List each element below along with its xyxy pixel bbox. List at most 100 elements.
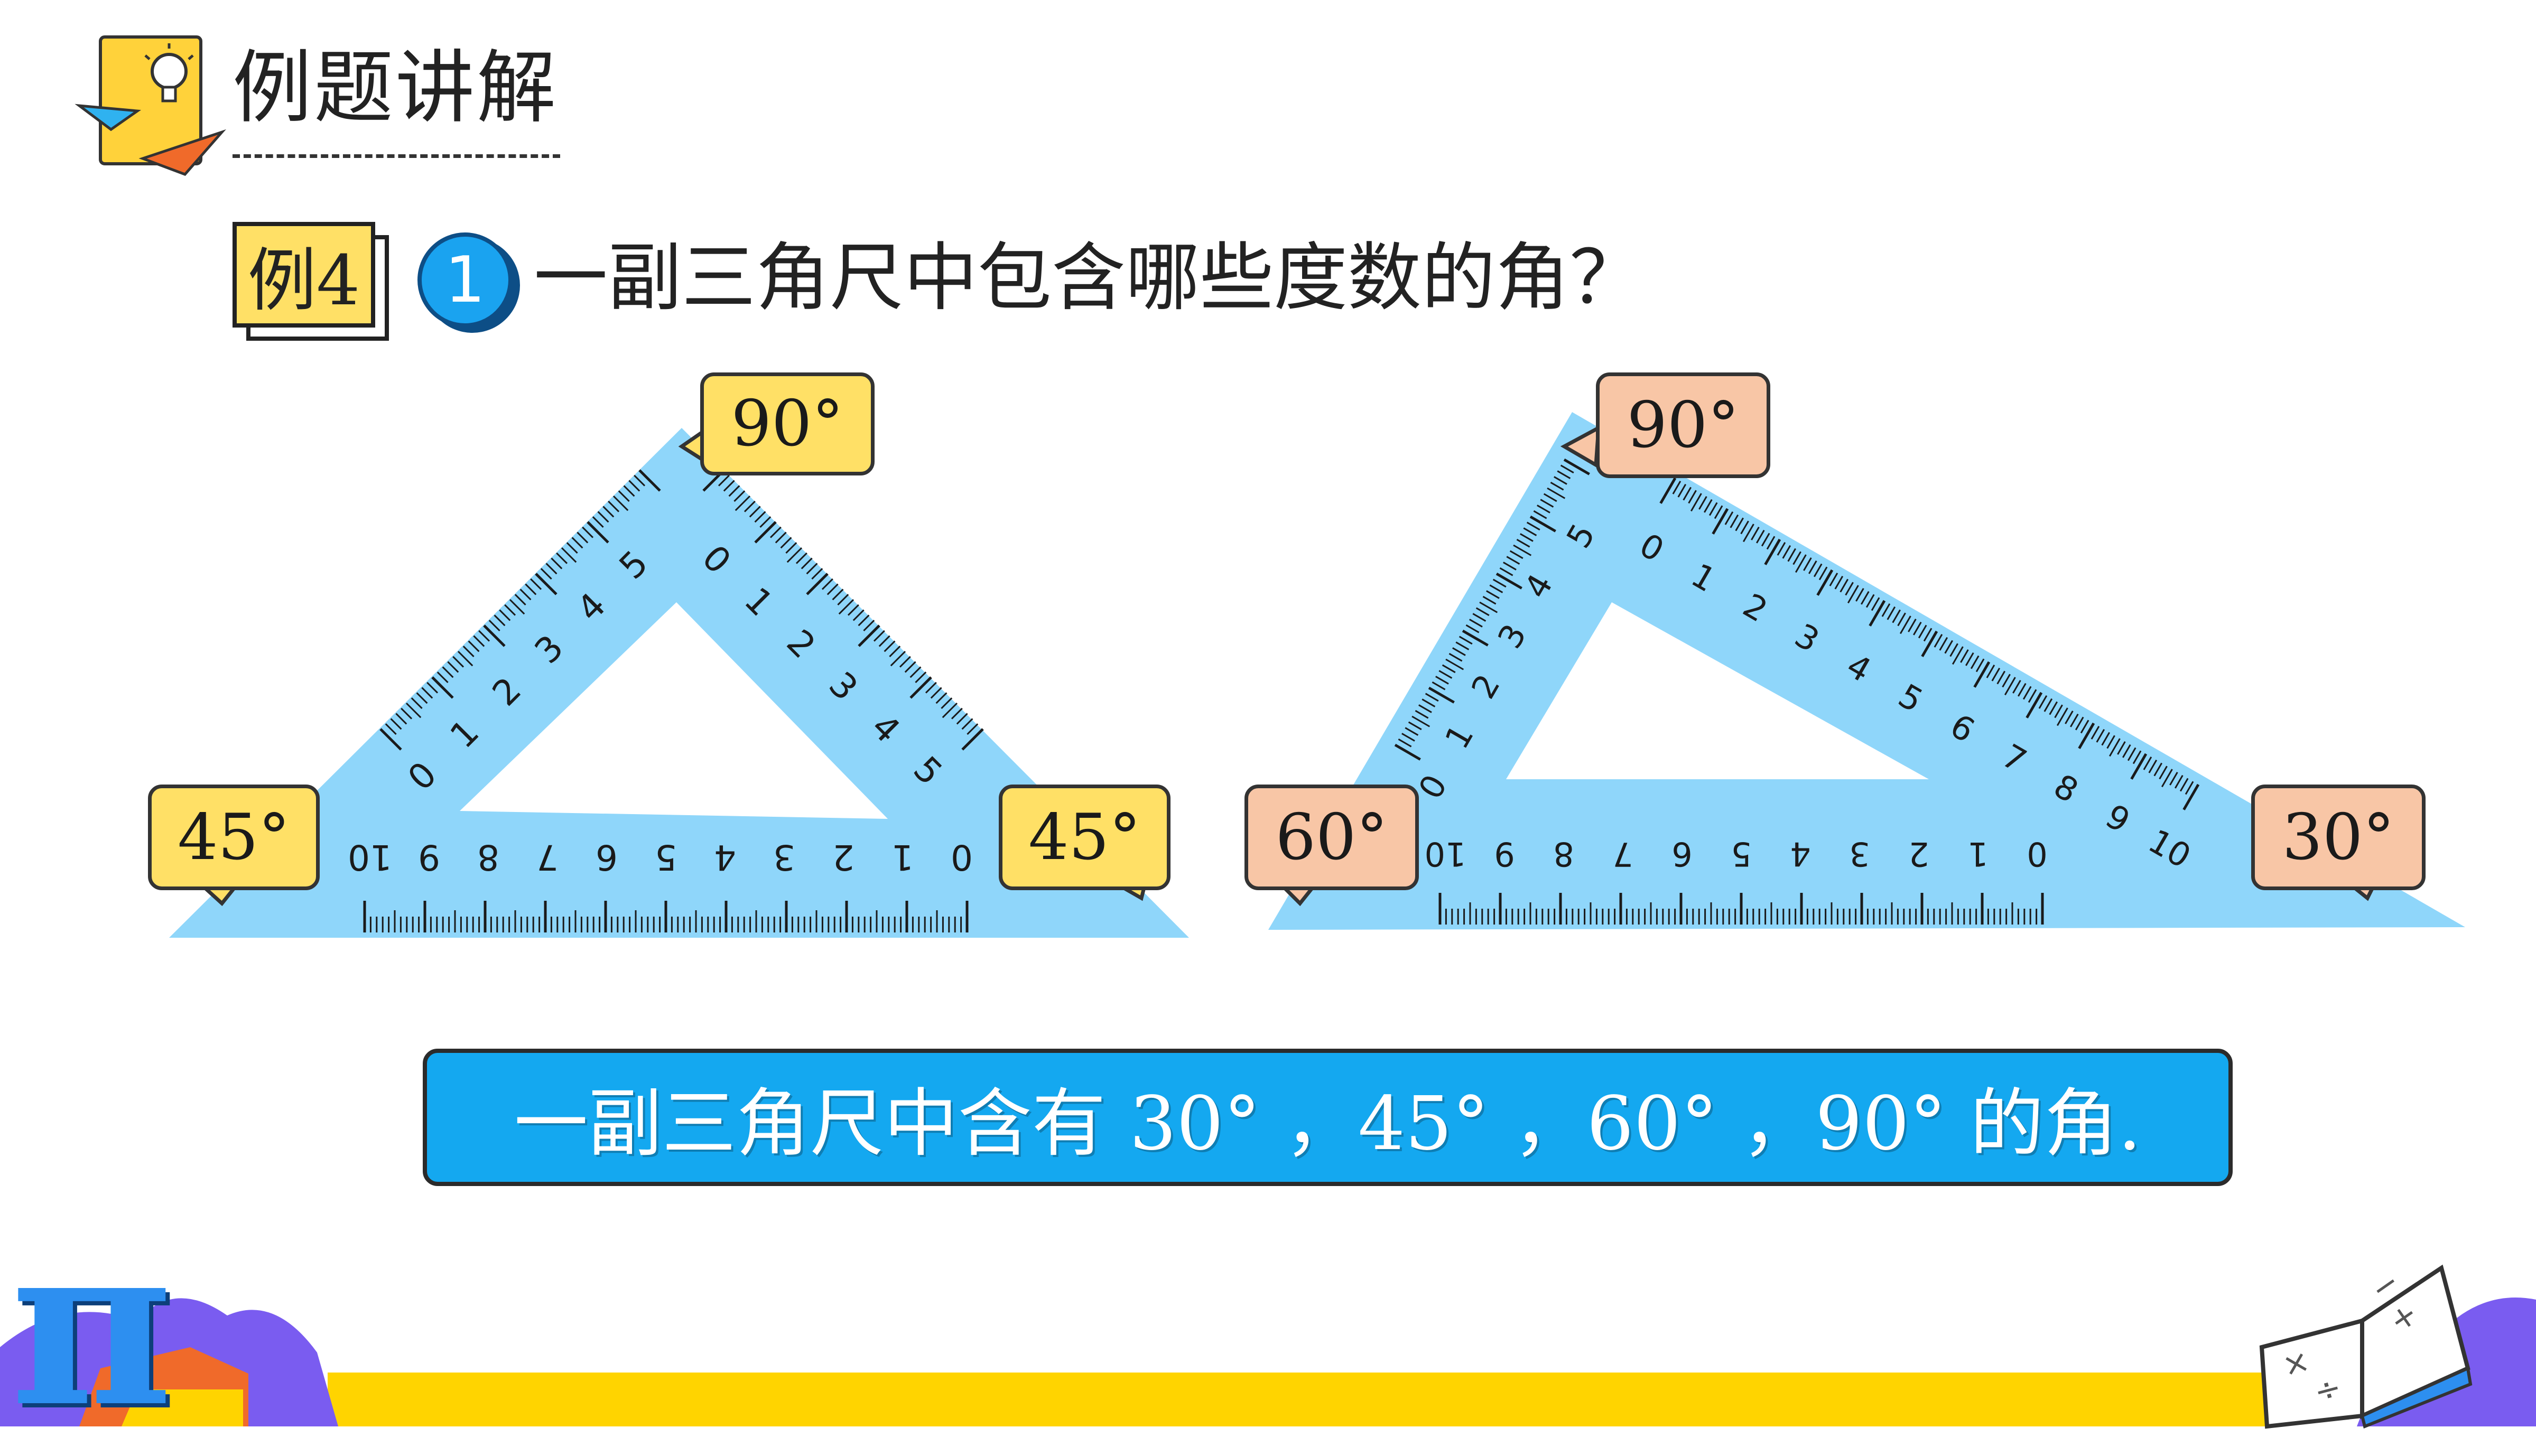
ruler-tick bbox=[452, 656, 465, 668]
bottom-tick-label: 3 bbox=[773, 837, 795, 878]
ruler-tick bbox=[411, 697, 423, 710]
ruler-tick bbox=[2122, 744, 2131, 758]
bottom-tick-label: 6 bbox=[596, 837, 618, 878]
ruler-tick bbox=[821, 578, 833, 590]
ruler-tick bbox=[1408, 721, 1422, 731]
ruler-tick bbox=[1506, 556, 1520, 565]
ruler-tick bbox=[942, 702, 958, 718]
ruler-tick bbox=[577, 531, 589, 544]
ruler-tick bbox=[1918, 624, 1927, 639]
ruler-tick bbox=[504, 604, 516, 616]
ruler-tick bbox=[935, 692, 947, 704]
ruler-tick bbox=[1887, 606, 1896, 620]
ruler-tick bbox=[2049, 701, 2058, 715]
ruler-tick bbox=[1782, 545, 1791, 559]
ruler-tick bbox=[582, 526, 594, 538]
ruler-tick bbox=[1513, 544, 1532, 556]
ruler-tick bbox=[1492, 578, 1507, 588]
ruler-tick bbox=[2143, 757, 2152, 770]
question-text: 一副三角尺中包含哪些度数的角？ bbox=[534, 235, 1644, 321]
ruler-tick bbox=[728, 485, 740, 497]
ruler-tick bbox=[785, 542, 797, 554]
ruler-tick bbox=[1740, 520, 1749, 535]
ruler-tick bbox=[592, 516, 604, 528]
bottom-edge-tick-marks bbox=[1438, 893, 2044, 925]
ruler-tick bbox=[890, 650, 906, 667]
ruler-tick bbox=[1960, 649, 1969, 663]
ruler-tick bbox=[499, 609, 511, 621]
ruler-tick bbox=[1482, 595, 1497, 605]
ruler-tick bbox=[1921, 630, 1938, 657]
ruler-tick bbox=[385, 723, 397, 735]
ruler-tick bbox=[2101, 732, 2110, 746]
ruler-tick bbox=[1489, 584, 1503, 593]
ruler-tick bbox=[1708, 502, 1718, 516]
ruler-tick bbox=[1756, 529, 1765, 544]
ruler-tick bbox=[1428, 686, 1455, 704]
ruler-tick bbox=[1787, 548, 1796, 562]
bottom-tick-label: 9 bbox=[1494, 835, 1515, 873]
ruler-tick bbox=[1777, 542, 1786, 556]
ruler-tick bbox=[909, 666, 922, 678]
ruler-tick bbox=[2043, 698, 2053, 712]
ruler-tick bbox=[494, 614, 506, 627]
ruler-tick bbox=[634, 474, 646, 487]
ruler-tick bbox=[1986, 665, 1995, 678]
ruler-tick bbox=[2028, 689, 2037, 703]
ruler-tick bbox=[1472, 613, 1487, 622]
ruler-tick bbox=[1465, 624, 1480, 633]
ruler-tick bbox=[566, 542, 578, 554]
bottom-tick-label: 10 bbox=[1425, 835, 1466, 873]
ruler-tick bbox=[2175, 774, 2184, 789]
ruler-tick bbox=[1970, 655, 1980, 669]
ruler-tick bbox=[1829, 573, 1838, 586]
ruler-tick bbox=[2117, 741, 2126, 755]
ruler-tick bbox=[2054, 704, 2063, 718]
ruler-tick bbox=[457, 650, 473, 667]
set-square-45: 0 1 2 3 4 5 0 1 2 3 4 5 0 1 2 3 4 5 6 7 … bbox=[169, 418, 1189, 938]
ruler-tick bbox=[2026, 692, 2043, 718]
ruler-tick bbox=[2070, 713, 2079, 727]
ruler-tick bbox=[1520, 533, 1534, 542]
angle-label-30: 30° bbox=[2251, 785, 2426, 890]
ruler-tick bbox=[468, 640, 480, 652]
ruler-tick bbox=[1818, 566, 1828, 581]
ruler-tick bbox=[754, 511, 766, 523]
ruler-tick bbox=[838, 599, 854, 615]
ruler-tick bbox=[1415, 710, 1429, 719]
ruler-tick bbox=[806, 563, 818, 575]
ruler-tick bbox=[551, 557, 563, 570]
ruler-tick bbox=[832, 589, 844, 601]
ruler-tick bbox=[1537, 505, 1550, 514]
ruler-tick bbox=[1973, 661, 1991, 688]
ruler-tick bbox=[1509, 550, 1524, 559]
ruler-tick bbox=[1764, 538, 1781, 565]
ruler-tick bbox=[1834, 575, 1844, 590]
ruler-tick bbox=[811, 568, 823, 580]
bottom-tick-label: 1 bbox=[1967, 835, 1988, 873]
ruler-tick bbox=[1724, 511, 1734, 525]
open-book-icon: × ÷ + − bbox=[2259, 1263, 2473, 1429]
ruler-tick bbox=[612, 495, 629, 511]
ruler-tick bbox=[1452, 647, 1466, 656]
ruler-tick bbox=[462, 646, 475, 658]
ruler-tick bbox=[744, 500, 756, 512]
ruler-tick bbox=[718, 474, 730, 487]
ruler-tick bbox=[473, 635, 485, 647]
bottom-tick-label: 2 bbox=[832, 837, 854, 878]
ruler-tick bbox=[530, 578, 542, 590]
ruler-tick bbox=[436, 671, 449, 684]
ruler-tick bbox=[478, 630, 490, 642]
ruler-tick bbox=[1897, 612, 1906, 627]
ruler-tick bbox=[1847, 585, 1859, 604]
ruler-tick bbox=[2106, 735, 2115, 749]
ruler-tick bbox=[618, 490, 630, 502]
ruler-tick bbox=[2038, 695, 2048, 709]
ruler-tick bbox=[1944, 640, 1953, 654]
ruler-tick bbox=[1730, 514, 1739, 528]
ruler-tick bbox=[1557, 470, 1571, 479]
ruler-tick bbox=[1405, 727, 1419, 736]
lightbulb-note-icon bbox=[75, 35, 226, 176]
ruler-tick bbox=[1808, 560, 1817, 574]
ruler-tick bbox=[733, 490, 746, 502]
